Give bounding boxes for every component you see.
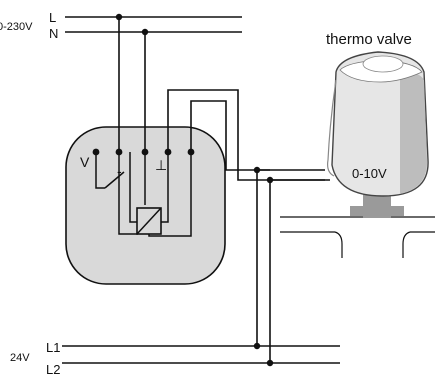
relay-coil-diagonal xyxy=(136,207,162,235)
terminal-ground-label: ⊥ xyxy=(155,157,167,173)
relay-wire-left xyxy=(129,152,138,223)
valve-stem-base xyxy=(350,206,404,216)
supply-neutral-label: N xyxy=(49,26,58,41)
valve-title: thermo valve xyxy=(326,31,412,48)
valve-actuator-cap xyxy=(362,55,404,73)
relay-wire-top xyxy=(160,152,169,223)
lowvoltage-L1-label: L1 xyxy=(46,340,60,355)
pipe-branch xyxy=(334,231,411,258)
junction-N xyxy=(141,28,149,36)
valve-actuator-left-fin xyxy=(327,79,337,177)
junction-L xyxy=(115,13,123,21)
relay-wire-out xyxy=(118,180,138,235)
valve-signal-label: 0-10V xyxy=(352,166,387,181)
junction-signal-1 xyxy=(253,166,261,174)
supply-voltage-label: 0-230V xyxy=(0,21,33,33)
switch-contact xyxy=(104,171,125,189)
supply-line-label: L xyxy=(49,10,56,25)
switch-wire-left xyxy=(95,152,105,189)
junction-L1 xyxy=(253,342,261,350)
lowvoltage-label: 24V xyxy=(10,352,30,364)
junction-signal-2 xyxy=(266,176,274,184)
junction-L2 xyxy=(266,359,274,367)
valve-actuator-shade xyxy=(400,70,428,194)
terminal-v-label: V xyxy=(80,154,90,170)
wire-signal-lower xyxy=(190,100,270,171)
lowvoltage-L2-label: L2 xyxy=(46,362,60,374)
